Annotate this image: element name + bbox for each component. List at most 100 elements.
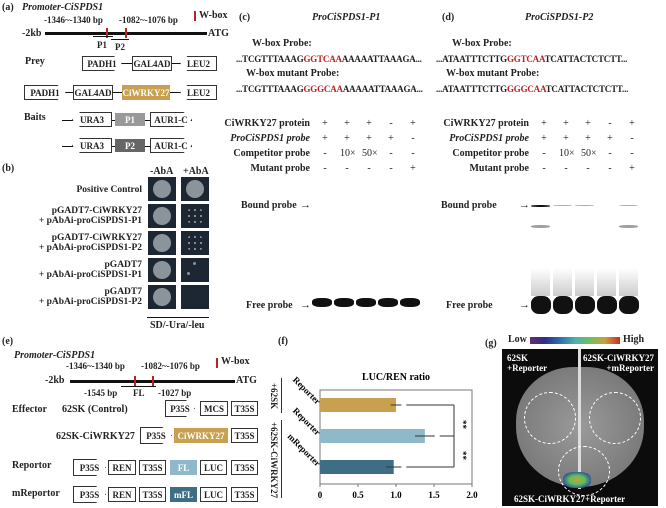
baits-label: Baits <box>24 112 46 123</box>
padh1-arrow: PADH1 <box>24 85 66 100</box>
p35s-arrow: P35S <box>73 459 106 476</box>
strain-label: pGADT7+ pAbAi-proCiSPDS1-P2 <box>39 287 142 307</box>
infiltration-circle <box>524 392 576 444</box>
left-label: -2kb <box>22 28 42 39</box>
medium-line <box>147 317 209 318</box>
emsa-cell: + <box>322 133 328 144</box>
plate-minus-aba <box>148 204 176 228</box>
luc-ren-chart: LUC/REN ratioReporterReportermReporter**… <box>286 372 479 500</box>
free-probe-label: Free probe <box>246 300 293 311</box>
promoter-title: Promoter-CiSPDS1 <box>22 2 104 13</box>
emsa-cell: - <box>367 163 371 174</box>
free-probe-band <box>312 298 332 307</box>
ura3-arrow: URA3 <box>72 112 112 127</box>
significance-mark: ** <box>458 420 468 430</box>
wbox-probe-label: W-box Probe: <box>252 38 312 49</box>
strain-label: pGADT7-CiWRKY27+ pAbAi-proCiSPDS1-P1 <box>39 206 142 226</box>
panel-d-label: (d) <box>442 12 455 23</box>
emsa-cell: - <box>323 148 327 159</box>
emsa-cell: + <box>629 118 635 129</box>
bound-probe-band <box>531 205 550 207</box>
panel-a-label: (a) <box>2 2 14 13</box>
p2-line <box>111 39 129 40</box>
emsa-row-label: Competitor probe <box>452 148 529 159</box>
reportor-label: Reportor <box>12 460 52 471</box>
yeast-colony <box>153 261 171 279</box>
panel-e-label: (e) <box>2 336 14 347</box>
left-label: -2kb <box>45 375 65 386</box>
site2: -1082~-1076 bp <box>119 15 178 25</box>
t35s-box: T35S <box>231 487 258 502</box>
leaf-vein <box>578 349 581 489</box>
yeast-colony <box>153 180 171 198</box>
wbox-site-2 <box>152 376 154 386</box>
strain-label: pGADT7+ pAbAi-proCiSPDS1-P1 <box>39 260 142 280</box>
strain-line-1: pGADT7-CiWRKY27 <box>51 233 142 243</box>
wrky-construct: 62SK-CiWRKY27 <box>56 431 135 442</box>
plate-plus-aba <box>181 231 209 255</box>
p1-label: P1 <box>97 40 107 50</box>
emsa-cell: + <box>541 118 547 129</box>
shifted-band <box>531 225 550 228</box>
strain-line-2: + pAbAi-proCiSPDS1-P1 <box>38 270 142 280</box>
strain-label: pGADT7-CiWRKY27+ pAbAi-proCiSPDS1-P2 <box>39 233 142 253</box>
strain-line-1: pGADT7 <box>104 260 142 270</box>
t35s-box: T35S <box>139 487 166 502</box>
emsa-row-label: ProCiSPDS1 probe <box>449 133 529 144</box>
high-label: High <box>623 334 645 345</box>
strain-line-2: + pAbAi-proCiSPDS1-P2 <box>38 243 142 253</box>
wbox-site-1 <box>106 28 108 38</box>
emsa-cell: + <box>563 118 569 129</box>
emsa-cell: + <box>366 118 372 129</box>
smear <box>619 268 638 296</box>
free-probe-band <box>619 296 639 314</box>
p35s-arrow: P35S <box>140 427 172 444</box>
free-probe-band <box>400 298 420 307</box>
seq-suffix: TCATTACTCTCTT... <box>544 54 628 64</box>
plate-plus-aba <box>181 177 209 201</box>
ren-box: REN <box>108 487 136 502</box>
aur1c-arrow: AUR1-C <box>150 112 192 127</box>
mcs-box: MCS <box>200 401 228 416</box>
emsa-row-label: Mutant probe <box>469 163 529 174</box>
luminescence-signal <box>563 472 591 488</box>
plate-plus-aba <box>181 204 209 228</box>
ura3-arrow: URA3 <box>72 138 112 153</box>
connector <box>170 92 180 93</box>
x-tick-label: 1.5 <box>428 490 440 500</box>
arrow-right-icon: → <box>519 199 530 211</box>
bound-probe-label: Bound probe <box>441 200 497 211</box>
control-construct: 62SK (Control) <box>62 404 128 415</box>
t35s-box: T35S <box>231 401 258 416</box>
ciwrky27-box: CiWRKY27 <box>122 85 170 100</box>
chart-title: LUC/REN ratio <box>362 372 430 383</box>
infiltration-circle <box>558 446 610 496</box>
mutant-sequence: ...TCGTTTAAAGGGGCAAAAAAATTAAAGA... <box>236 84 423 94</box>
emsa-row-label: Competitor probe <box>233 148 310 159</box>
prey-label: Prey <box>25 56 45 67</box>
seq-prefix: ...TCGTTTAAAG <box>236 84 304 94</box>
emsa-cell: - <box>586 163 590 174</box>
wbox-legend: W-box <box>221 356 250 367</box>
col-minus-aba: -AbA <box>150 166 174 177</box>
emsa-cell: - <box>608 163 612 174</box>
bound-probe-band <box>619 205 638 206</box>
arrow-right-icon: → <box>300 299 311 311</box>
leu2-arrow: LEU2 <box>180 56 217 71</box>
wbox-legend-icon <box>194 11 196 21</box>
emsa-cell: 10× <box>559 148 575 159</box>
emsa-cell: + <box>563 133 569 144</box>
emsa-cell: - <box>411 133 415 144</box>
panel-f-label: (f) <box>278 336 288 347</box>
mreportor-label: mReportor <box>12 488 60 499</box>
free-probe-band <box>553 296 573 314</box>
wbox-sequence: ...TCGTTTAAAGGGTCAAAAAAATTAAAGA... <box>236 54 422 64</box>
leu2-arrow: LEU2 <box>180 85 217 100</box>
free-probe-band <box>575 296 595 314</box>
t35s-box: T35S <box>231 460 258 475</box>
low-label: Low <box>508 334 527 345</box>
p35s-arrow: P35S <box>73 486 106 503</box>
emsa-cell: + <box>410 118 416 129</box>
seq-suffix: TCATTACTCTCTT... <box>545 84 629 94</box>
x-tick-label: 0 <box>318 490 323 500</box>
